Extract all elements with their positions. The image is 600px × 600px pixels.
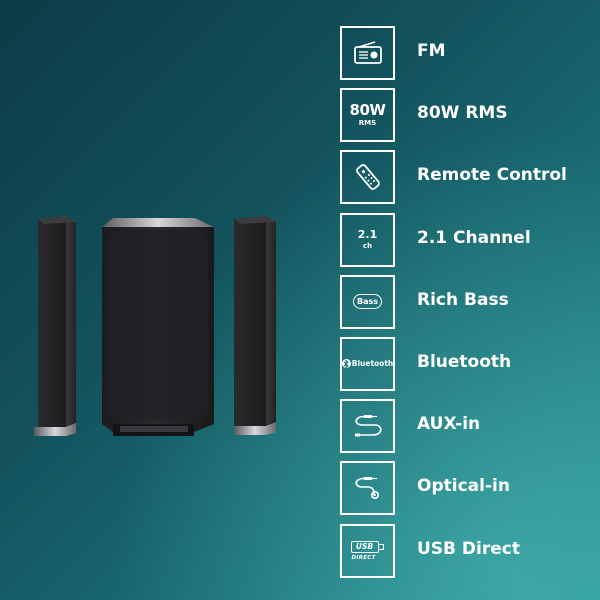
power-rating-icon-main: 80W xyxy=(349,101,386,120)
usb-icon-text: USB xyxy=(355,542,374,551)
bass-icon-text: Bass xyxy=(352,294,383,310)
usb-icon: USB DIRECT xyxy=(340,523,395,578)
aux-cable-icon xyxy=(340,399,395,454)
optical-cable-icon xyxy=(340,461,395,516)
feature-label: Optical-in xyxy=(417,476,510,497)
feature-channel: 2.1 ch 2.1 Channel xyxy=(340,212,590,275)
feature-label: Remote Control xyxy=(417,165,567,186)
feature-label: Rich Bass xyxy=(417,289,509,310)
feature-label: 80W RMS xyxy=(417,103,508,124)
feature-label: 2.1 Channel xyxy=(417,227,531,248)
feature-label: AUX-in xyxy=(417,414,481,435)
power-rating-icon-sub: RMS xyxy=(358,119,377,128)
channel-icon-sub: ch xyxy=(362,242,373,251)
feature-list: FM 80W RMS 80W RMS Remote Control xyxy=(340,26,590,586)
radio-icon xyxy=(340,26,395,80)
bluetooth-rune-icon xyxy=(341,359,351,369)
feature-bass: Bass Rich Bass xyxy=(340,274,590,337)
speaker-system-image xyxy=(34,216,276,436)
bluetooth-icon: Bluetooth xyxy=(340,336,395,391)
usb-icon-sub: DIRECT xyxy=(351,554,376,561)
power-rating-icon: 80W RMS xyxy=(340,88,395,143)
right-satellite-speaker xyxy=(234,216,276,435)
feature-label: USB Direct xyxy=(417,538,520,559)
feature-remote: Remote Control xyxy=(340,150,590,212)
feature-label: FM xyxy=(417,41,446,61)
feature-label: Bluetooth xyxy=(417,351,512,372)
left-satellite-speaker xyxy=(34,216,76,436)
bass-icon: Bass xyxy=(340,274,395,329)
feature-bluetooth: Bluetooth Bluetooth xyxy=(340,336,590,399)
feature-optical: Optical-in xyxy=(340,461,590,523)
remote-control-icon xyxy=(340,150,395,205)
feature-aux: AUX-in xyxy=(340,399,590,461)
channel-icon-main: 2.1 xyxy=(357,228,378,242)
subwoofer xyxy=(102,218,214,436)
feature-fm: FM xyxy=(340,26,590,88)
feature-usb: USB DIRECT USB Direct xyxy=(340,523,590,586)
channel-icon: 2.1 ch xyxy=(340,212,395,267)
bluetooth-icon-text: Bluetooth xyxy=(351,359,394,369)
feature-power: 80W RMS 80W RMS xyxy=(340,88,590,150)
